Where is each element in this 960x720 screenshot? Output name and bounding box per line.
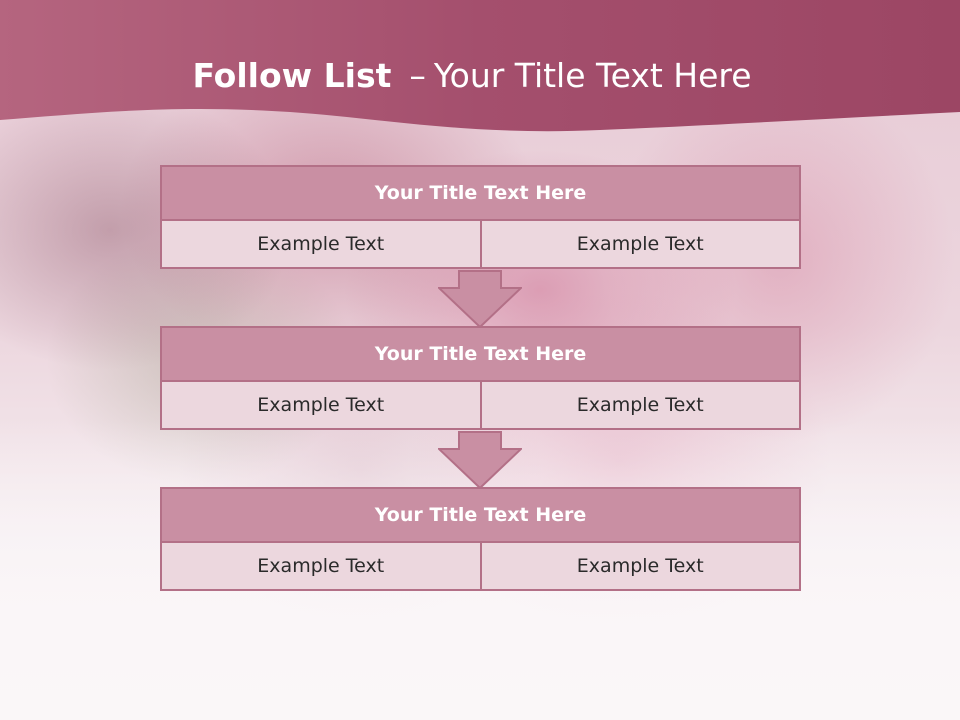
down-arrow-icon (438, 270, 522, 328)
block-row: Example Text Example Text (160, 543, 801, 591)
block-title: Your Title Text Here (160, 487, 801, 543)
header-banner (0, 0, 960, 132)
down-arrow-icon (438, 431, 522, 489)
page-title: Follow List–Your Title Text Here (0, 56, 944, 96)
page-title-rest: Your Title Text Here (433, 56, 752, 95)
block-title: Your Title Text Here (160, 326, 801, 382)
block-row: Example Text Example Text (160, 221, 801, 269)
block-cell-left: Example Text (160, 382, 482, 430)
page-title-separator: – (409, 56, 426, 95)
block-cell-left: Example Text (160, 221, 482, 269)
page-title-bold: Follow List (192, 56, 392, 95)
block-cell-right: Example Text (481, 382, 801, 430)
list-block-1: Your Title Text Here Example Text Exampl… (160, 165, 801, 269)
list-block-2: Your Title Text Here Example Text Exampl… (160, 326, 801, 430)
block-cell-left: Example Text (160, 543, 482, 591)
block-row: Example Text Example Text (160, 382, 801, 430)
block-cell-right: Example Text (481, 221, 801, 269)
list-block-3: Your Title Text Here Example Text Exampl… (160, 487, 801, 591)
block-cell-right: Example Text (481, 543, 801, 591)
block-title: Your Title Text Here (160, 165, 801, 221)
